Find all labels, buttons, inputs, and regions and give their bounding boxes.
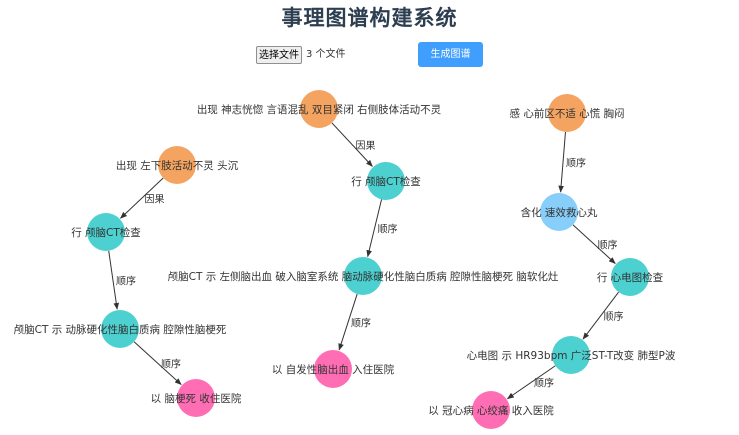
edge-line-10 — [506, 365, 556, 400]
edge-label-5: 顺序 — [378, 223, 398, 236]
edge-line-2 — [108, 250, 120, 310]
node-circle[interactable] — [367, 162, 405, 200]
node-label: 以 脑梗死 收住医院 — [151, 392, 242, 405]
graph-node-n5[interactable]: 出现 神志恍惚 言语混乱 双目紧闭 右侧肢体活动不灵 — [197, 90, 442, 128]
graph-node-n13[interactable]: 以 冠心病 心绞痛 收入医院 — [428, 391, 554, 429]
edge-label-7: 顺序 — [566, 157, 586, 170]
graph-node-n2[interactable]: 行 颅脑CT检查 — [71, 213, 141, 251]
node-label: 颅脑CT 示 动脉硬化性脑白质病 腔隙性脑梗死 — [14, 323, 227, 336]
edge-label-9: 顺序 — [604, 310, 624, 323]
node-label: 出现 左下肢活动不灵 头沉 — [116, 159, 239, 172]
edge-label-8: 顺序 — [598, 239, 618, 252]
node-circle[interactable] — [344, 257, 382, 295]
node-circle[interactable] — [87, 213, 125, 251]
edge-line-1 — [120, 177, 164, 219]
edge-label-3: 顺序 — [161, 358, 181, 371]
node-label: 心电图 示 HR93bpm 广泛ST-T改变 肺型P波 — [467, 349, 676, 362]
node-circle[interactable] — [472, 391, 510, 429]
node-label: 含化 速效救心丸 — [521, 206, 598, 219]
file-count-text: 3 个文件 — [306, 49, 346, 60]
node-label: 以 自发性脑出血 入住医院 — [272, 363, 395, 376]
graph-node-n10[interactable]: 含化 速效救心丸 — [521, 193, 598, 231]
node-label: 行 心电图检查 — [597, 271, 664, 284]
graph-node-n11[interactable]: 行 心电图检查 — [597, 258, 664, 296]
node-label: 行 颅脑CT检查 — [351, 175, 421, 188]
graph-node-n4[interactable]: 以 脑梗死 收住医院 — [151, 379, 242, 417]
node-circle[interactable] — [314, 350, 352, 388]
node-label: 以 冠心病 心绞痛 收入医院 — [428, 404, 554, 417]
edge-label-2: 顺序 — [116, 275, 136, 288]
node-circle[interactable] — [158, 146, 196, 184]
edge-label-1: 因果 — [145, 194, 165, 206]
edge-line-7 — [558, 131, 566, 193]
edge-line-4 — [331, 122, 373, 167]
edge-label-10: 顺序 — [534, 377, 554, 390]
graph-node-n9[interactable]: 感 心前区不适 心慌 胸闷 — [509, 94, 625, 132]
node-circle[interactable] — [540, 193, 578, 231]
node-circle[interactable] — [611, 258, 649, 296]
node-circle[interactable] — [101, 310, 139, 348]
graph-node-n8[interactable]: 以 自发性脑出血 入住医院 — [272, 350, 395, 388]
node-label: 出现 神志恍惚 言语混乱 双目紧闭 右侧肢体活动不灵 — [197, 103, 442, 116]
node-circle[interactable] — [548, 94, 586, 132]
edge-line-5 — [366, 199, 383, 258]
page-title: 事理图谱构建系统 — [281, 6, 458, 30]
edge-label-4: 因果 — [356, 140, 376, 152]
node-label: 行 颅脑CT检查 — [71, 226, 141, 239]
graph-node-n7[interactable]: 颅脑CT 示 左侧脑出血 破入脑室系统 脑动脉硬化性脑白质病 腔隙性脑梗死 脑软… — [168, 257, 559, 295]
node-label: 感 心前区不适 心慌 胸闷 — [509, 107, 624, 120]
node-label: 颅脑CT 示 左侧脑出血 破入脑室系统 脑动脉硬化性脑白质病 腔隙性脑梗死 脑软… — [168, 270, 559, 283]
node-circle[interactable] — [300, 90, 338, 128]
graph-node-n3[interactable]: 颅脑CT 示 动脉硬化性脑白质病 腔隙性脑梗死 — [14, 310, 227, 348]
graph-node-n6[interactable]: 行 颅脑CT检查 — [351, 162, 421, 200]
edge-line-3 — [133, 341, 182, 386]
generate-graph-button[interactable]: 生成图谱 — [418, 42, 483, 67]
edge-label-6: 顺序 — [351, 317, 371, 330]
choose-file-button[interactable]: 选择文件 — [256, 46, 302, 64]
graph-node-n12[interactable]: 心电图 示 HR93bpm 广泛ST-T改变 肺型P波 — [467, 336, 676, 374]
edge-line-6 — [338, 293, 358, 351]
edge-line-9 — [582, 291, 619, 340]
node-circle[interactable] — [177, 379, 215, 417]
edge-line-8 — [572, 224, 616, 264]
node-circle[interactable] — [552, 336, 590, 374]
graph-node-n1[interactable]: 出现 左下肢活动不灵 头沉 — [116, 146, 239, 184]
